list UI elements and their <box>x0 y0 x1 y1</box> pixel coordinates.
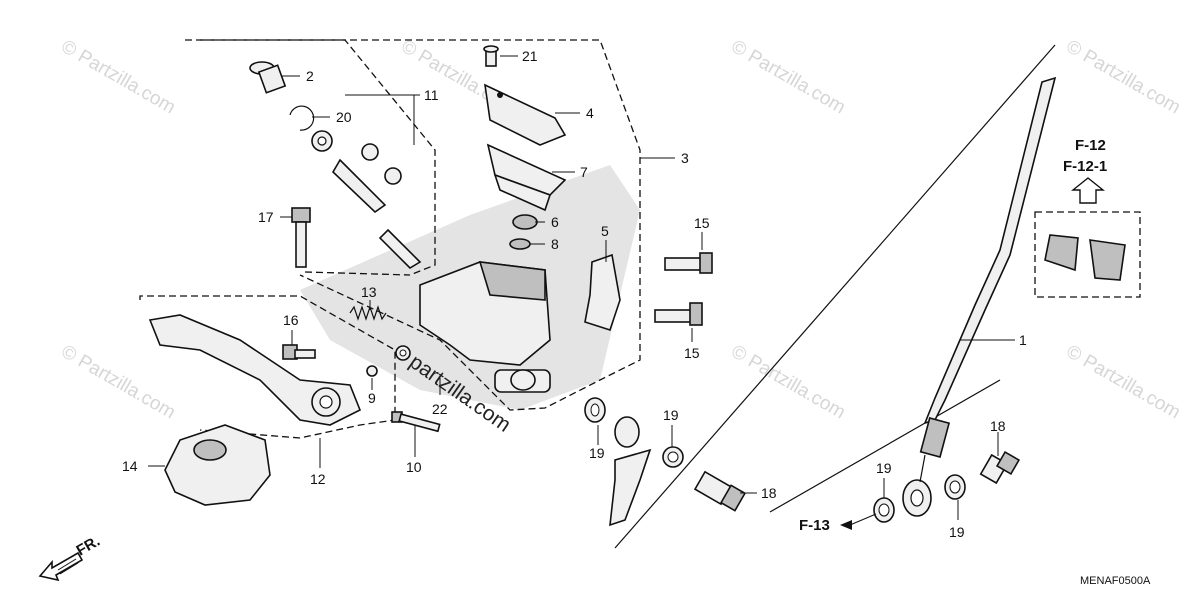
watermark: © Partzilla.com <box>728 36 849 118</box>
hose-outline <box>769 379 1001 513</box>
lever-cover <box>164 424 271 506</box>
callout-3: 3 <box>681 150 689 166</box>
banjo-fitting <box>609 416 652 527</box>
callouts: 2 20 11 21 4 7 6 8 3 5 15 15 17 13 16 9 … <box>122 48 1027 540</box>
banjo-bolt <box>979 450 1021 485</box>
reservoir-cap <box>483 83 567 146</box>
front-direction-arrow: FR. <box>38 533 103 582</box>
callout-18a: 18 <box>761 485 777 501</box>
callout-13: 13 <box>361 284 377 300</box>
callout-15a: 15 <box>694 215 710 231</box>
callout-9: 9 <box>368 390 376 406</box>
banjo-bolt <box>693 470 747 512</box>
callout-10: 10 <box>406 459 422 475</box>
callout-8: 8 <box>551 236 559 252</box>
callout-11: 11 <box>424 87 439 103</box>
diaphragm <box>486 143 567 212</box>
master-cylinder <box>419 261 551 393</box>
callout-7: 7 <box>580 164 588 180</box>
callout-6: 6 <box>551 214 559 230</box>
watermark: © Partzilla.com <box>58 341 179 423</box>
callout-14: 14 <box>122 458 138 474</box>
group-outline-12 <box>139 295 396 439</box>
callout-15b: 15 <box>684 345 700 361</box>
callout-20: 20 <box>336 109 352 125</box>
callout-5: 5 <box>601 223 609 239</box>
callout-4: 4 <box>586 105 594 121</box>
ref-parts-f12 <box>1044 234 1126 281</box>
sealing-washer <box>662 446 684 468</box>
callout-19d: 19 <box>949 524 965 540</box>
callout-12: 12 <box>310 471 326 487</box>
group-outline-3 <box>185 39 641 411</box>
adjuster-bolt <box>282 344 316 360</box>
brake-hose <box>902 76 1057 517</box>
pivot-bolt <box>291 207 311 268</box>
callout-19b: 19 <box>663 407 679 423</box>
callout-17: 17 <box>258 209 274 225</box>
callout-21: 21 <box>522 48 538 64</box>
callout-1: 1 <box>1019 332 1027 348</box>
callout-22: 22 <box>432 401 448 417</box>
diagram-code: MENAF0500A <box>1080 575 1151 587</box>
watermark: © Partzilla.com <box>728 341 849 423</box>
ref-label-f12: F-12 <box>1075 137 1106 154</box>
group-outline-11 <box>200 39 436 276</box>
sealing-washer <box>584 397 606 423</box>
watermark: © Partzilla.com <box>1063 341 1184 423</box>
holder <box>584 253 621 332</box>
plate <box>509 238 531 250</box>
up-arrow-icon <box>1071 177 1105 204</box>
ref-label-f13: F-13 <box>799 517 830 534</box>
nut <box>366 365 378 377</box>
ref-box-f12 <box>1034 211 1141 298</box>
bolt <box>654 302 703 326</box>
sealing-washer <box>873 497 895 523</box>
piston-set <box>249 61 422 270</box>
arrow-left-icon <box>840 520 852 530</box>
brake-lever <box>148 314 362 426</box>
spring <box>349 305 387 321</box>
bolt <box>664 252 713 274</box>
watermark: © Partzilla.com <box>58 36 179 118</box>
outline-17 <box>304 271 411 276</box>
callout-19c: 19 <box>876 460 892 476</box>
watermark: © Partzilla.com <box>1063 36 1184 118</box>
callout-18b: 18 <box>990 418 1006 434</box>
sealing-washer <box>944 474 966 500</box>
diaphragm-plate <box>512 214 538 230</box>
lever-pivot-bolt <box>391 411 441 433</box>
callout-19a: 19 <box>589 445 605 461</box>
callout-2: 2 <box>306 68 314 84</box>
screw <box>483 45 499 67</box>
hose-outline <box>614 44 1056 549</box>
leader-lines <box>148 55 1015 526</box>
ref-label-f12-1: F-12-1 <box>1063 158 1107 175</box>
callout-16: 16 <box>283 312 299 328</box>
